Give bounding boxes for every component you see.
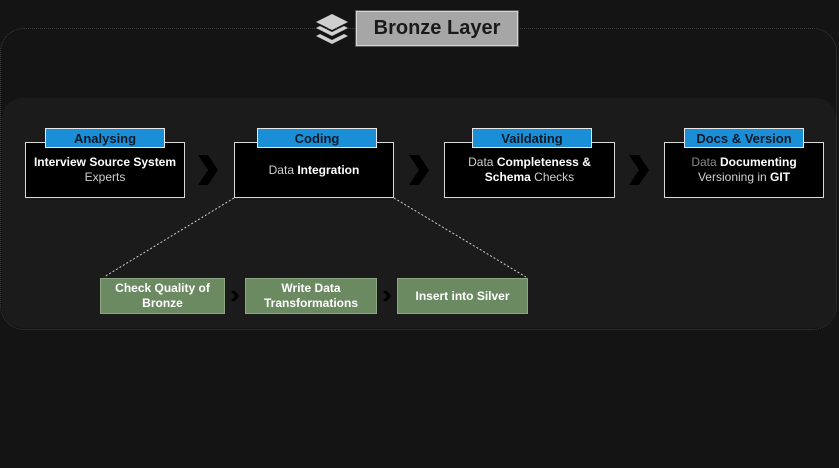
stage-card-docs: Data Documenting Versioning in GIT [664, 142, 824, 198]
stage-4-text-d: GIT [770, 170, 791, 184]
chevron-right-icon [409, 155, 429, 185]
chevron-right-icon [231, 291, 239, 301]
stage-tag-analysing: Analysing [45, 128, 165, 148]
stage-card-validating: Data Completeness & Schema Checks [444, 142, 615, 198]
layer-title: Bronze Layer [356, 11, 518, 46]
stage-3-text-c: Schema [484, 170, 531, 184]
stage-4-text-b: Documenting [720, 155, 797, 169]
stage-1-subtext: Experts [84, 170, 126, 184]
chevron-right-icon [198, 155, 218, 185]
task-write-transformations: Write Data Transformations [245, 278, 377, 314]
stage-4-text-a: Data [691, 155, 717, 169]
chevron-right-icon [383, 291, 391, 301]
stage-tag-coding: Coding [257, 128, 377, 148]
task-check-quality: Check Quality of Bronze [100, 278, 225, 314]
stage-2-text-b: Integration [297, 162, 360, 177]
stage-1-text: Interview Source System [33, 155, 177, 169]
stage-2-text-a: Data [268, 162, 294, 177]
stage-3-text-d: Checks [534, 170, 575, 184]
stage-3-text-a: Data [468, 155, 494, 169]
stage-card-coding: Data Integration [234, 142, 394, 198]
task-insert-silver: Insert into Silver [397, 278, 528, 314]
stage-card-analysing: Interview Source System Experts [25, 142, 185, 198]
chevron-right-icon [629, 155, 649, 185]
layers-icon [316, 14, 348, 44]
stage-tag-validating: Vaildating [472, 128, 592, 148]
stage-tag-docs: Docs & Version [684, 128, 804, 148]
stage-3-text-b: Completeness & [496, 155, 591, 169]
stage-4-text-c: Versioning in [697, 170, 767, 184]
